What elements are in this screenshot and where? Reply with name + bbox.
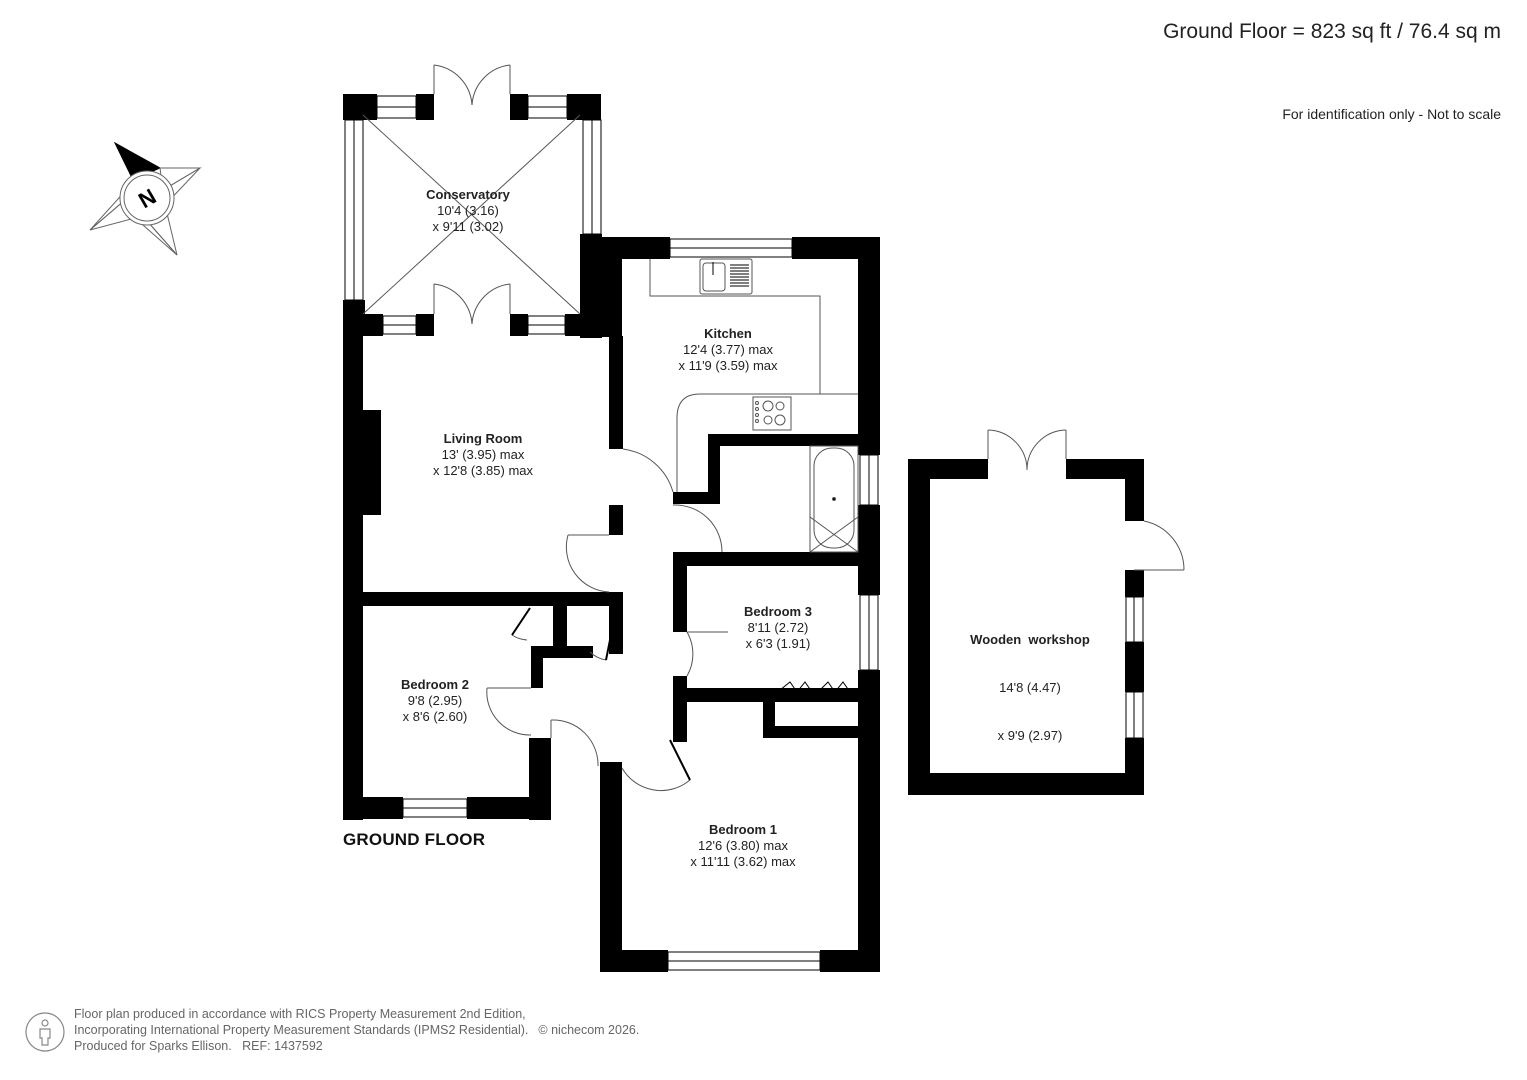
room-dimension: 10'4 (3.16)	[437, 203, 499, 218]
room-dimension: x 9'11 (3.02)	[432, 219, 504, 234]
bath-fixture	[809, 445, 859, 553]
room-dimension: x 11'11 (3.62) max	[690, 854, 796, 869]
footer-line-3: Produced for Sparks Ellison. REF: 143759…	[74, 1039, 323, 1053]
kitchen-fittings	[649, 258, 858, 492]
floor-title: GROUND FLOOR	[343, 830, 486, 849]
north-compass-icon: N	[89, 141, 202, 256]
room-name: Wooden workshop	[970, 632, 1090, 647]
room-label-kitchen: Kitchen 12'4 (3.77) max x 11'9 (3.59) ma…	[678, 326, 777, 374]
workshop-walls	[908, 459, 1144, 795]
room-label-bedroom-3: Bedroom 3 8'11 (2.72) x 6'3 (1.91)	[744, 604, 812, 652]
area-summary: Ground Floor = 823 sq ft / 76.4 sq m	[1163, 20, 1501, 43]
footer-line-1: Floor plan produced in accordance with R…	[74, 1007, 526, 1021]
person-outline-icon	[25, 1012, 65, 1052]
windows	[344, 95, 879, 971]
room-dimension: 8'11 (2.72)	[747, 620, 809, 635]
room-label-bedroom-2: Bedroom 2 9'8 (2.95) x 8'6 (2.60)	[401, 677, 469, 725]
room-label-conservatory: Conservatory 10'4 (3.16) x 9'11 (3.02)	[426, 187, 510, 235]
room-dimension: 13' (3.95) max	[441, 447, 525, 462]
conservatory-roof-lines	[362, 64, 581, 325]
room-name: Bedroom 1	[709, 822, 777, 837]
room-dimension: 12'6 (3.80) max	[698, 838, 788, 853]
walls	[343, 94, 880, 972]
room-name: Kitchen	[704, 326, 752, 341]
workshop-windows	[1125, 596, 1144, 739]
door-swings	[486, 448, 851, 792]
footer-notes: Floor plan produced in accordance with R…	[74, 1006, 639, 1054]
room-label-living-room: Living Room 13' (3.95) max x 12'8 (3.85)…	[433, 431, 533, 479]
room-label-wooden-workshop: Wooden workshop 14'8 (4.47) x 9'9 (2.97)	[970, 600, 1090, 760]
room-dimension: x 11'9 (3.59) max	[678, 358, 778, 373]
disclaimer: For identification only - Not to scale	[1282, 106, 1501, 122]
workshop-doors	[987, 429, 1185, 571]
room-dimension: 12'4 (3.77) max	[683, 342, 773, 357]
room-name: Conservatory	[426, 187, 510, 202]
room-dimension: 9'8 (2.95)	[407, 693, 463, 708]
room-dimension: x 9'9 (2.97)	[997, 728, 1063, 743]
room-dimension: x 8'6 (2.60)	[402, 709, 468, 724]
room-dimension: 14'8 (4.47)	[999, 680, 1061, 695]
copyright: © nichecom 2026.	[538, 1023, 640, 1037]
room-name: Bedroom 2	[401, 677, 469, 692]
footer-line-2: Incorporating International Property Mea…	[74, 1023, 529, 1037]
room-label-bedroom-1: Bedroom 1 12'6 (3.80) max x 11'11 (3.62)…	[690, 822, 795, 870]
room-dimension: x 6'3 (1.91)	[745, 636, 811, 651]
room-name: Living Room	[443, 431, 523, 446]
room-name: Bedroom 3	[744, 604, 812, 619]
room-dimension: x 12'8 (3.85) max	[432, 463, 534, 478]
